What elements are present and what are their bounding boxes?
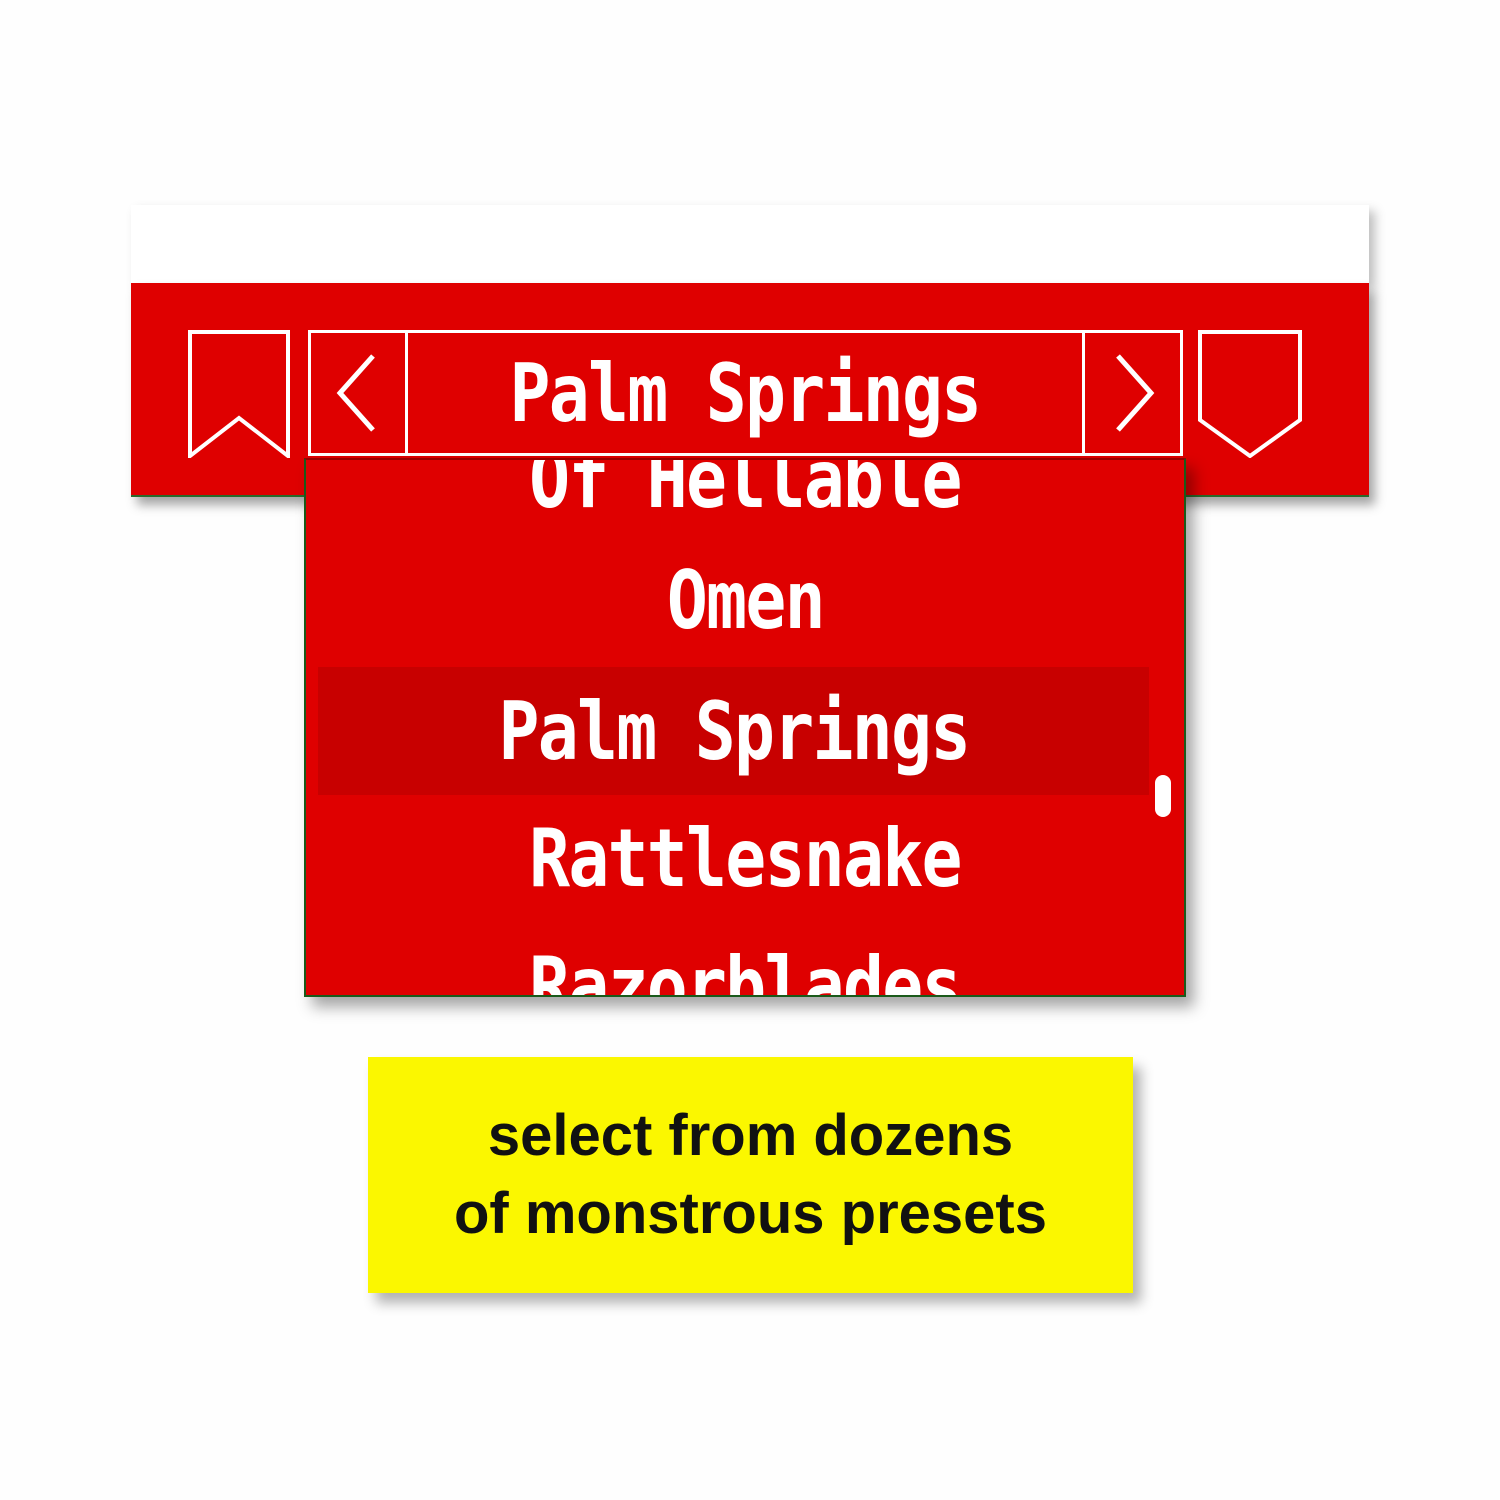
- item-label: Razorblades: [529, 939, 962, 997]
- item-label: Palm Springs: [498, 684, 971, 778]
- next-preset-button[interactable]: [1082, 330, 1183, 456]
- caption-line-1: select from dozens: [487, 1103, 1014, 1168]
- dropdown-item-selected[interactable]: Palm Springs: [318, 667, 1149, 795]
- dropdown-item[interactable]: Omen: [306, 536, 1184, 664]
- dropdown-item[interactable]: Rattlesnake: [306, 794, 1184, 922]
- preset-dropdown[interactable]: Of Hellable Omen Palm Springs Rattlesnak…: [304, 458, 1186, 997]
- item-label: Omen: [666, 553, 826, 647]
- chevron-left-icon: [336, 354, 375, 432]
- scrollbar-thumb[interactable]: [1155, 775, 1171, 817]
- shield-icon: [1198, 330, 1302, 458]
- bookmark-button[interactable]: [188, 330, 290, 458]
- chevron-right-icon: [1115, 354, 1154, 432]
- caption-box: select from dozens of monstrous presets: [368, 1057, 1133, 1293]
- window-top: [131, 205, 1369, 283]
- dropdown-item[interactable]: Of Hellable: [306, 458, 1184, 543]
- item-label: Of Hellable: [529, 458, 962, 526]
- preset-name-display[interactable]: Palm Springs: [405, 330, 1085, 456]
- bookmark-icon: [188, 330, 290, 458]
- caption-line-2: of monstrous presets: [454, 1181, 1047, 1246]
- dropdown-item[interactable]: Razorblades: [306, 922, 1184, 997]
- save-preset-button[interactable]: [1198, 330, 1302, 458]
- prev-preset-button[interactable]: [308, 330, 408, 456]
- item-label: Rattlesnake: [529, 811, 962, 905]
- preset-name: Palm Springs: [509, 346, 983, 440]
